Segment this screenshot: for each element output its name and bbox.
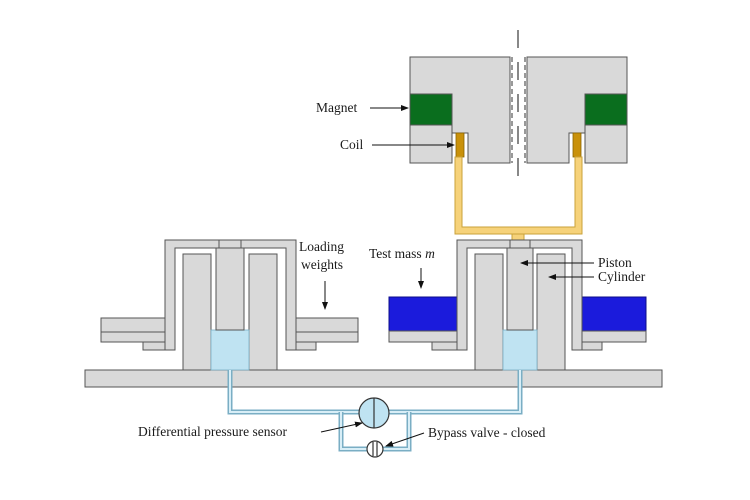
left-fluid (210, 329, 250, 371)
piston-label: Piston (598, 255, 632, 270)
differential-pressure-sensor-label: Differential pressure sensor (138, 424, 287, 439)
cylinder-label: Cylinder (598, 269, 646, 284)
test-mass-text: Test mass (369, 246, 425, 261)
coupling-tube (454, 156, 583, 235)
magnet-assembly (409, 30, 628, 190)
magnet-left (409, 93, 453, 126)
left-weight-plate-top (100, 317, 166, 333)
magnet-right (584, 93, 628, 126)
fluid-lines (227, 370, 523, 452)
right-weight-plate-top (293, 317, 359, 333)
leader-lines (320, 105, 594, 447)
left-piston (215, 247, 245, 331)
valve-body (366, 440, 384, 458)
base-plate (84, 369, 663, 388)
coil-left (455, 132, 465, 158)
right-weight-plate-bottom (293, 331, 359, 343)
right-cylinder-wall-left (474, 253, 504, 371)
left-weight-plate-tab (142, 341, 166, 351)
sensor-leader (320, 421, 363, 433)
differential-pressure-sensor (358, 397, 390, 429)
test-mass-symbol: m (425, 246, 435, 261)
loading-weights-label-line1: Loading (299, 239, 344, 254)
coil-label: Coil (340, 137, 364, 152)
test-mass-left-plate (388, 330, 458, 343)
bypass-valve (366, 440, 384, 458)
right-weight-plate-tab (293, 341, 317, 351)
left-cylinder-wall-right (248, 253, 278, 371)
coil-right (572, 132, 582, 158)
test-mass-left (388, 296, 458, 332)
right-fluid (502, 329, 538, 371)
weight-carrier (164, 239, 297, 351)
test-mass-right (581, 296, 647, 332)
right-fluid-line-core (389, 370, 521, 413)
left-weight-plate-bottom (100, 331, 166, 343)
bypass-valve-label: Bypass valve - closed (428, 425, 546, 440)
right-piston (506, 247, 534, 331)
bypass-leader (385, 432, 425, 447)
magnet-label: Magnet (316, 100, 357, 115)
reference-piston-unit (100, 239, 359, 371)
test-mass-label: Test mass m (369, 246, 435, 261)
left-piston-cap (218, 239, 242, 249)
test-mass-right-tab (581, 341, 603, 351)
right-cylinder-wall-right (536, 253, 566, 371)
test-mass-right-plate (581, 330, 647, 343)
right-piston-cap (509, 239, 531, 249)
test-mass-left-tab (431, 341, 458, 351)
loading-weights-label-line2: weights (301, 257, 343, 272)
left-fluid-line-core (229, 370, 359, 413)
left-cylinder-wall-left (182, 253, 212, 371)
